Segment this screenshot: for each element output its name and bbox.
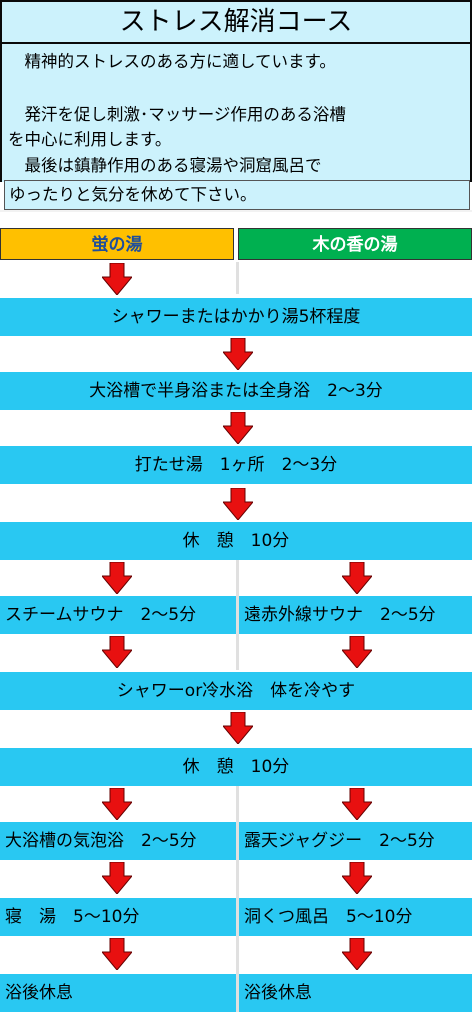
arrow-down-icon xyxy=(223,712,253,744)
step-rest-1: 休 憩 10分 xyxy=(0,522,472,560)
step-cold-shower: シャワーor冷水浴 体を冷やす xyxy=(0,672,472,710)
arrow-down-icon xyxy=(102,562,132,594)
step-neyu: 寝 湯 5～10分 xyxy=(0,898,236,936)
column-divider xyxy=(236,560,239,596)
intro-line-4: 最後は鎮静作用のある寝湯や洞窟風呂で xyxy=(8,156,322,175)
step-after-rest-left: 浴後休息 xyxy=(0,974,236,1012)
arrow-down-icon xyxy=(342,636,372,668)
arrow-down-icon xyxy=(102,636,132,668)
intro-line-1: 精神的ストレスのある方に適しています。 xyxy=(8,52,336,71)
intro-line-3: を中心に利用します。 xyxy=(8,130,172,149)
column-divider xyxy=(236,262,239,294)
step-cave-bath: 洞くつ風呂 5～10分 xyxy=(239,898,472,936)
intro-panel: 精神的ストレスのある方に適しています。 発汗を促し刺激･マッサージ作用のある浴槽… xyxy=(0,44,472,210)
step-utaseyu: 打たせ湯 1ヶ所 2～3分 xyxy=(0,446,472,484)
step-shower-kakariyu: シャワーまたはかかり湯5杯程度 xyxy=(0,298,472,336)
column-divider xyxy=(236,860,239,896)
step-bubble-bath: 大浴槽の気泡浴 2～5分 xyxy=(0,822,236,860)
column-divider xyxy=(236,974,239,1012)
column-divider xyxy=(236,896,239,934)
arrow-down-icon xyxy=(342,862,372,894)
step-steam-sauna: スチームサウナ 2～5分 xyxy=(0,596,236,634)
step-outdoor-jacuzzi: 露天ジャグジー 2～5分 xyxy=(239,822,472,860)
column-divider xyxy=(236,934,239,974)
arrow-down-icon xyxy=(223,338,253,370)
arrow-down-icon xyxy=(223,412,253,444)
header-kinoka-no-yu: 木の香の湯 xyxy=(238,228,472,260)
header-hotaru-no-yu: 蛍の湯 xyxy=(0,228,234,260)
arrow-down-icon xyxy=(223,488,253,520)
column-divider xyxy=(236,822,239,860)
intro-line-5: ゆったりと気分を休めて下さい。 xyxy=(4,180,470,210)
arrow-down-icon xyxy=(342,562,372,594)
step-after-rest-right: 浴後休息 xyxy=(239,974,472,1012)
arrow-down-icon xyxy=(342,938,372,970)
column-divider xyxy=(236,786,239,822)
arrow-down-icon xyxy=(342,788,372,820)
arrow-down-icon xyxy=(102,938,132,970)
intro-line-2: 発汗を促し刺激･マッサージ作用のある浴槽 xyxy=(8,105,346,124)
arrow-down-icon xyxy=(102,862,132,894)
intro-divider xyxy=(0,210,472,212)
arrow-down-icon xyxy=(102,263,132,295)
step-main-bath: 大浴槽で半身浴または全身浴 2～3分 xyxy=(0,372,472,410)
arrow-down-icon xyxy=(102,788,132,820)
step-rest-2: 休 憩 10分 xyxy=(0,748,472,786)
column-divider xyxy=(236,596,239,634)
step-far-infrared-sauna: 遠赤外線サウナ 2～5分 xyxy=(239,596,472,634)
page-title: ストレス解消コース xyxy=(0,0,472,44)
column-divider xyxy=(236,634,239,670)
